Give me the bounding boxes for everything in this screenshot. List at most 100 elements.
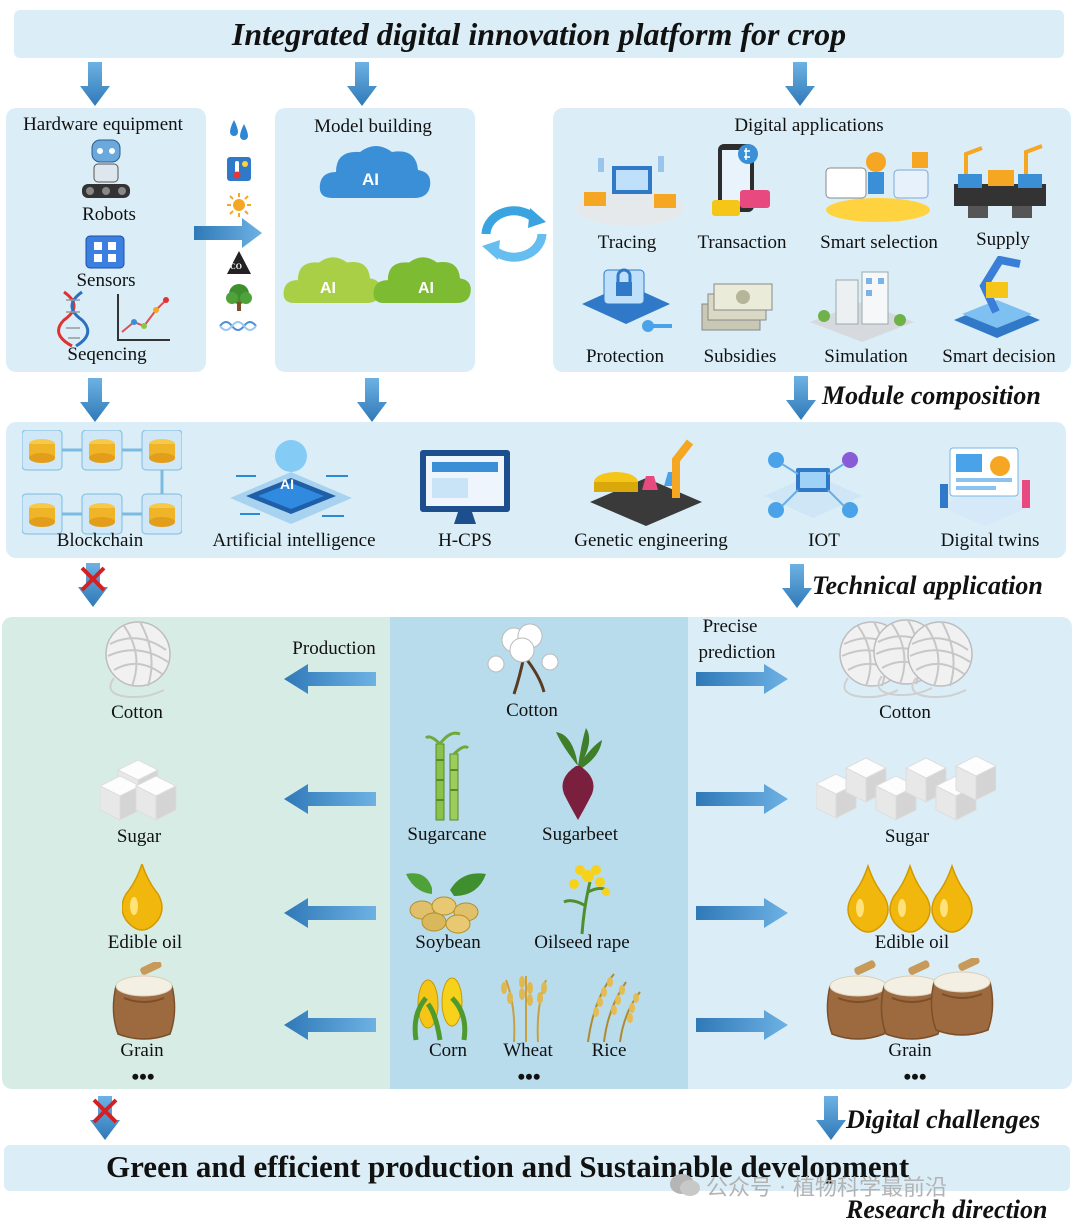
sensor-chip-icon (85, 235, 125, 269)
hardware-item-seqencing: Seqencing (67, 344, 147, 365)
crop-soybean: Soybean (415, 932, 481, 953)
down-arrow-icon (80, 62, 110, 106)
co2-label: CO (230, 262, 242, 271)
right-arrow-icon (696, 664, 788, 694)
down-arrow-icon (786, 376, 816, 420)
crops-left-panel (2, 617, 402, 1089)
right-product-grain: Grain (888, 1040, 932, 1061)
transaction-icon (712, 144, 770, 216)
ai-chip-icon (230, 440, 352, 524)
digital-challenges-label: Digital challenges (846, 1105, 1041, 1134)
digital-item-smart-decision: Smart decision (942, 346, 1056, 367)
sun-icon (227, 193, 251, 217)
hardware-item-robots: Robots (82, 204, 136, 225)
digital-title: Digital applications (734, 115, 884, 136)
genetic-lab-icon (590, 439, 702, 526)
dna-strand-icon (219, 321, 257, 331)
oilseed-rape-icon (563, 865, 610, 935)
right-arrow-icon (194, 218, 262, 248)
smart-selection-icon (825, 152, 930, 222)
digital-item-supply: Supply (976, 229, 1030, 250)
cycle-arrows-icon (481, 206, 547, 262)
soybean-icon (406, 873, 486, 934)
yarn-balls-icon (839, 619, 973, 699)
technical-application-label: Technical application (812, 571, 1043, 600)
left-ellipsis: ••• (131, 1064, 155, 1089)
sugarcane-icon (424, 731, 470, 821)
research-direction-label: Research direction (846, 1195, 1048, 1224)
tech-item-hcps: H-CPS (438, 530, 492, 551)
sugarbeet-icon (556, 728, 602, 820)
oil-drops-icon (847, 865, 973, 933)
tech-panel (6, 422, 1066, 558)
page-title: Integrated digital innovation platform f… (231, 16, 847, 52)
crop-corn: Corn (429, 1040, 467, 1061)
left-product-grain: Grain (120, 1040, 164, 1061)
subsidies-icon (701, 283, 773, 331)
right-arrow-icon (696, 784, 788, 814)
co2-icon (227, 251, 251, 274)
production-label: Production (292, 638, 376, 659)
crop-wheat: Wheat (503, 1040, 553, 1061)
thermometer-icon (227, 157, 251, 181)
right-arrow-icon (696, 1010, 788, 1040)
water-drop-icon (230, 120, 248, 140)
tracing-icon (576, 156, 684, 226)
crop-rice: Rice (591, 1040, 627, 1061)
grain-sack-icon (112, 962, 176, 1040)
cloud-ai-label: AI (320, 280, 336, 297)
left-arrow-icon (284, 784, 376, 814)
right-arrow-icon (696, 898, 788, 928)
cross-icon (80, 566, 106, 592)
digital-item-tracing: Tracing (597, 232, 657, 253)
yarn-ball-icon (105, 621, 171, 699)
blockchain-icon (22, 430, 182, 535)
center-ellipsis: ••• (517, 1064, 541, 1089)
iot-icon (764, 452, 862, 518)
header-banner: Integrated digital innovation platform f… (14, 10, 1064, 58)
tech-item-iot: IOT (808, 530, 840, 551)
line-graph-icon (117, 294, 170, 341)
left-arrow-icon (284, 898, 376, 928)
down-arrow-icon (80, 378, 110, 422)
footer-banner: Green and efficient production and Susta… (4, 1145, 1070, 1191)
grain-sacks-icon (826, 958, 994, 1040)
wechat-icon (670, 1174, 700, 1196)
right-ellipsis: ••• (903, 1064, 927, 1089)
prediction-label: prediction (698, 642, 776, 663)
cotton-plant-icon (487, 623, 559, 695)
cross-icon (92, 1098, 118, 1124)
corn-icon (412, 977, 468, 1041)
chip-ai-label: AI (280, 476, 294, 492)
rice-icon (587, 973, 641, 1043)
down-arrow-icon (816, 1096, 846, 1140)
oil-drop-icon (122, 864, 163, 931)
supply-icon (954, 144, 1046, 218)
left-product-sugar: Sugar (116, 826, 162, 847)
protection-icon (582, 268, 672, 332)
tech-item-blockchain: Blockchain (56, 530, 144, 551)
model-title: Model building (314, 116, 432, 137)
tech-item-ai: Artificial intelligence (212, 530, 376, 551)
down-arrow-icon (785, 62, 815, 106)
cloud-ai-label: AI (418, 280, 434, 297)
left-product-cotton: Cotton (111, 702, 163, 723)
hardware-item-sensors: Sensors (76, 270, 136, 291)
left-product-edible-oil: Edible oil (107, 932, 183, 953)
right-product-cotton: Cotton (879, 702, 931, 723)
module-composition-label: Module composition (822, 381, 1041, 410)
tech-item-genetic: Genetic engineering (574, 530, 728, 551)
digital-item-subsidies: Subsidies (703, 346, 777, 367)
crop-cotton: Cotton (506, 700, 558, 721)
crop-sugarcane: Sugarcane (407, 824, 487, 845)
robot-icon (82, 139, 130, 198)
down-arrow-icon (347, 62, 377, 106)
digital-item-simulation: Simulation (824, 346, 908, 367)
digital-item-protection: Protection (585, 346, 665, 367)
smart-decision-icon (954, 256, 1040, 338)
digital-item-smart-selection: Smart selection (820, 232, 938, 253)
right-product-edible-oil: Edible oil (874, 932, 950, 953)
monitor-icon (420, 450, 510, 524)
footer-title: Green and efficient production and Susta… (106, 1149, 910, 1184)
left-arrow-icon (284, 1010, 376, 1040)
